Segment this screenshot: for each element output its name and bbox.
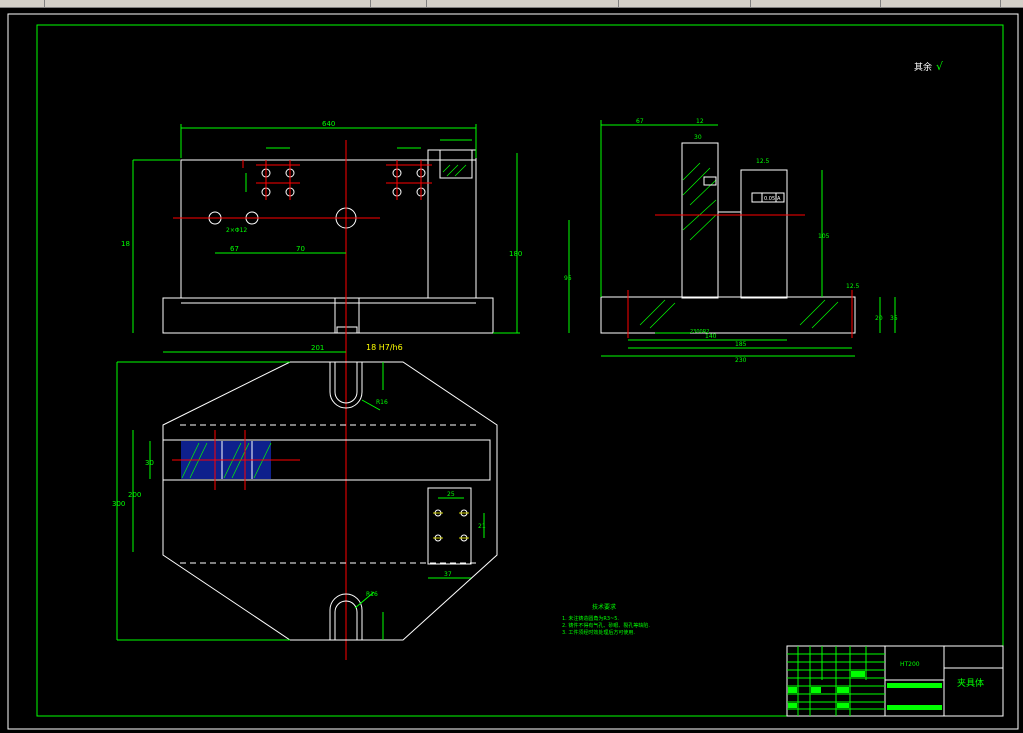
- side-dim-c: 30: [694, 134, 702, 141]
- dim-slot-height: 200: [128, 491, 141, 499]
- dim-overall-width: 640: [322, 120, 335, 128]
- dim-c: 201: [311, 344, 324, 352]
- dim-b: 70: [296, 245, 305, 253]
- roughness-note: 其余: [914, 61, 932, 73]
- tolerance-frame: [751, 192, 785, 203]
- tech-req-title: 技术要求: [592, 603, 616, 611]
- side-right-b: 35: [890, 315, 898, 322]
- toolbar-separator: [426, 0, 427, 7]
- side-dim-b: 12: [696, 118, 704, 125]
- toolbar-separator: [1000, 0, 1001, 7]
- tech-req-item: 3. 工件须经时效处理后方可使用.: [562, 629, 635, 636]
- cad-drawing-canvas[interactable]: 其余 √: [0, 7, 1023, 733]
- sheet-inner-frame: [36, 24, 1004, 717]
- top-outline: [162, 361, 498, 641]
- bottom-notch: [329, 593, 363, 640]
- title-part-name: 夹具体: [957, 677, 984, 689]
- dim-small-height: 21: [478, 523, 486, 530]
- toolbar-separator: [370, 0, 371, 7]
- side-upright: [681, 142, 719, 299]
- top-notch: [329, 362, 363, 409]
- dim-radius-top: R16: [376, 399, 388, 406]
- dim-a: 67: [230, 245, 239, 253]
- small-plate: [427, 487, 472, 565]
- front-column: [427, 149, 477, 299]
- side-width-mid: 185: [735, 341, 747, 348]
- rough-right: 12.5: [846, 283, 860, 290]
- toolbar-separator: [880, 0, 881, 7]
- side-height-inner: 105: [818, 233, 830, 240]
- side-dim-a: 67: [636, 118, 644, 125]
- side-width-total: 230: [735, 357, 747, 364]
- technical-requirements: 技术要求 1. 未注铸造圆角为R3~5. 2. 铸件不得有气孔、砂眼、裂孔等缺陷…: [562, 603, 650, 636]
- tech-req-item: 1. 未注铸造圆角为R3~5.: [562, 615, 619, 622]
- dim-radius-bottom: R16: [366, 591, 378, 598]
- dim-small-width: 25: [447, 491, 455, 498]
- side-view: 0.05 A 67 12 30 12.5 12.5 95 105 140: [564, 118, 898, 364]
- toolbar-separator: [44, 0, 45, 7]
- dim-height-left: 18: [121, 240, 130, 248]
- side-bottom-note: 2300R2: [690, 329, 709, 335]
- toolbar-separator: [618, 0, 619, 7]
- side-right-a: 20: [875, 315, 883, 322]
- front-view: 640 18 180 67 70 2×Φ12 201 18 H7/h6: [121, 120, 522, 660]
- datum-label: A: [777, 196, 781, 202]
- tech-req-item: 2. 铸件不得有气孔、砂眼、裂孔等缺陷.: [562, 622, 650, 629]
- front-top-block: [439, 149, 473, 179]
- tolerance-value: 0.05: [764, 196, 775, 202]
- side-height-total: 95: [564, 275, 572, 282]
- title-block: HT200 夹具体: [786, 645, 1004, 717]
- dim-small-bottom: 37: [444, 571, 452, 578]
- dim-height-right: 180: [509, 250, 522, 258]
- hole-note: 2×Φ12: [226, 227, 247, 234]
- cad-toolbar: [0, 0, 1023, 8]
- toolbar-separator: [750, 0, 751, 7]
- sheet-outer-frame: [7, 13, 1019, 730]
- fit-note: 18 H7/h6: [366, 343, 403, 352]
- side-block: [740, 169, 788, 299]
- roughness-symbol: √: [936, 60, 944, 73]
- dim-slot-width: 30: [145, 459, 154, 467]
- title-material: HT200: [900, 661, 920, 668]
- top-view: 300 200 30 R16 25 21 37 R16: [112, 361, 498, 641]
- rough-top: 12.5: [756, 158, 770, 165]
- side-base: [600, 296, 856, 334]
- side-width-inner: 140: [705, 333, 717, 340]
- dim-top-height: 300: [112, 500, 125, 508]
